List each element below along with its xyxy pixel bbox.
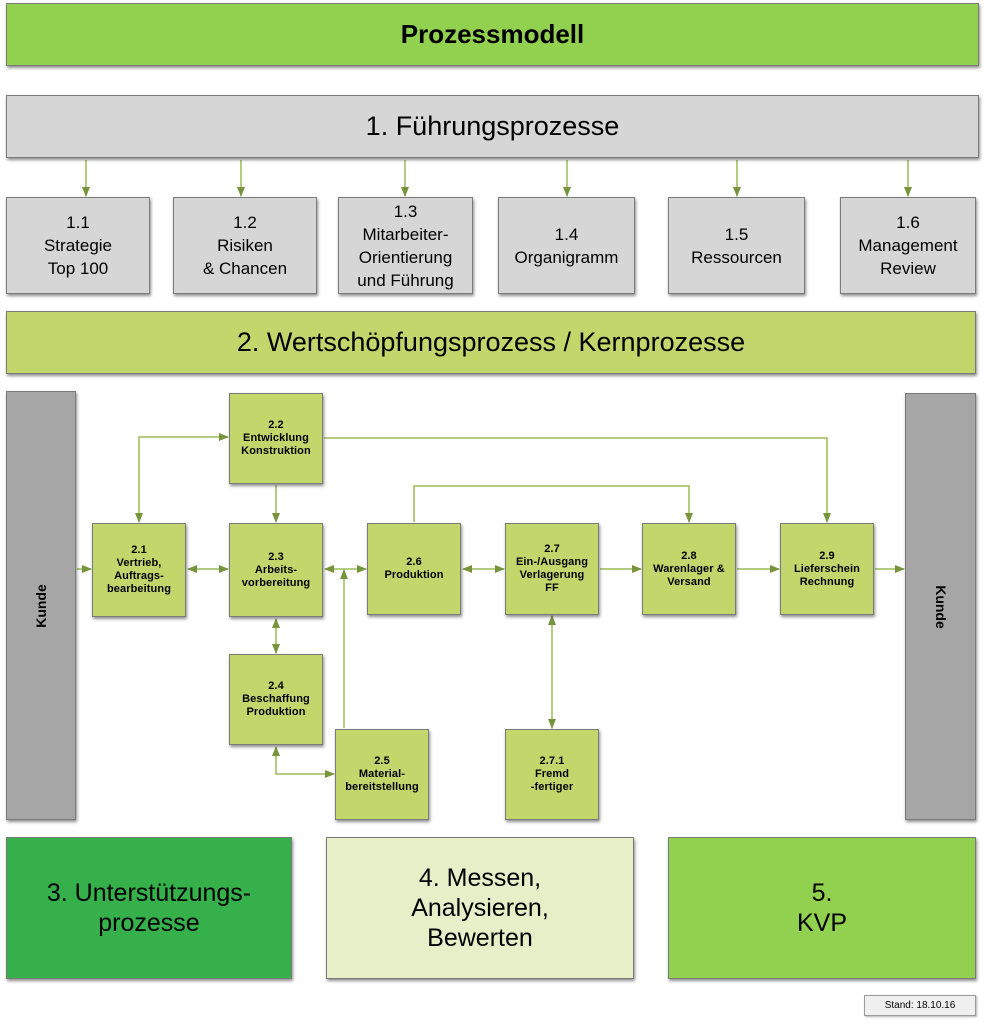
box-label: 4. Messen, — [418, 864, 542, 892]
process-label: Mitarbeiter- — [362, 224, 449, 244]
unterstuetzungsprozesse-box[interactable]: 3. Unterstützungs-prozesse — [6, 837, 292, 979]
process-label: Lieferschein — [793, 562, 860, 575]
fuehrungsprozesse-label: 1. Führungsprozesse — [365, 111, 620, 141]
process-number: 2.7.1 — [539, 755, 565, 767]
process-label: Review — [880, 259, 936, 278]
process-number: 2.8 — [681, 549, 697, 562]
box-label: 3. Unterstützungs- — [46, 879, 252, 907]
process-label: Strategie — [43, 236, 113, 255]
process-label: Rechnung — [799, 575, 855, 588]
process-label: FF — [545, 582, 559, 594]
process-number: 2.3 — [268, 550, 284, 563]
process-label: Produktion — [246, 706, 306, 718]
box-label: prozesse — [98, 909, 200, 937]
title-text: Prozessmodell — [400, 19, 585, 49]
process-label: Entwicklung — [243, 432, 309, 444]
process-number: 2.1 — [131, 544, 147, 556]
connector-2-2-2-9 — [324, 437, 831, 523]
process-label: Beschaffung — [242, 693, 310, 705]
stand-date-label: Stand: 18.10.16 — [864, 995, 976, 1016]
process-label: -fertiger — [530, 781, 574, 793]
process-number: 2.5 — [374, 755, 390, 767]
process-label: Orientierung — [358, 247, 453, 267]
process-label: Top 100 — [47, 259, 109, 278]
process-label: Auftrags- — [114, 570, 164, 582]
process-label: Produktion — [384, 569, 444, 581]
kvp-box[interactable]: 5.KVP — [668, 837, 976, 979]
title-banner: Prozessmodell — [6, 3, 979, 66]
process-label: Arbeits- — [254, 563, 298, 576]
box-label: Bewerten — [427, 924, 533, 952]
process-number: 2.9 — [819, 549, 835, 562]
process-label: Ressourcen — [691, 247, 782, 267]
process-label: Material- — [358, 768, 406, 780]
process-label: Verlagerung — [519, 569, 585, 581]
stand-text: Stand: 18.10.16 — [884, 1000, 956, 1011]
process-label: Risiken — [217, 236, 273, 255]
process-label: Konstruktion — [241, 445, 311, 457]
box-label: 5. — [811, 879, 833, 907]
process-number: 1.4 — [554, 224, 579, 244]
process-number: 2.7 — [544, 543, 560, 555]
process-label: vorbereitung — [241, 576, 311, 589]
process-label: Organigramm — [514, 247, 619, 267]
messen-analysieren-box[interactable]: 4. Messen,Analysieren,Bewerten — [326, 837, 634, 979]
customer-right[interactable]: Kunde — [905, 393, 976, 820]
process-label: Vertrieb, — [116, 557, 162, 569]
process-number: 1.1 — [66, 213, 90, 232]
process-label: Ein-/Ausgang — [515, 556, 589, 568]
customer-left[interactable]: Kunde — [6, 391, 76, 820]
customer-left-label: Kunde — [33, 583, 49, 628]
process-number: 1.2 — [233, 213, 257, 232]
kernprozesse-label: 2. Wertschöpfungsprozess / Kernprozesse — [236, 327, 746, 357]
box-label: Analysieren, — [411, 894, 549, 922]
connector-2-1-2-2 — [135, 433, 229, 523]
process-label: bearbeitung — [106, 583, 172, 595]
process-number: 2.2 — [268, 419, 284, 431]
process-number: 2.4 — [268, 680, 284, 692]
process-label: Versand — [667, 575, 711, 588]
process-number: 1.5 — [724, 224, 749, 244]
customer-right-label: Kunde — [932, 584, 949, 629]
kernprozesse-banner[interactable]: 2. Wertschöpfungsprozess / Kernprozesse — [6, 311, 976, 374]
process-label: und Führung — [357, 270, 454, 290]
process-label: & Chancen — [202, 259, 288, 278]
process-number: 2.6 — [406, 556, 422, 568]
process-label: Fremd — [534, 768, 570, 780]
process-label: Management — [858, 236, 958, 255]
process-label: Warenlager & — [653, 562, 725, 575]
box-label: KVP — [796, 909, 848, 937]
connector-2-6-2-8 — [413, 485, 693, 523]
fuehrungsprozesse-banner[interactable]: 1. Führungsprozesse — [6, 95, 979, 158]
connector-2-4-2-5 — [272, 746, 335, 778]
process-number: 1.6 — [896, 213, 920, 232]
process-label: bereitstellung — [345, 781, 419, 793]
process-number: 1.3 — [393, 201, 418, 221]
